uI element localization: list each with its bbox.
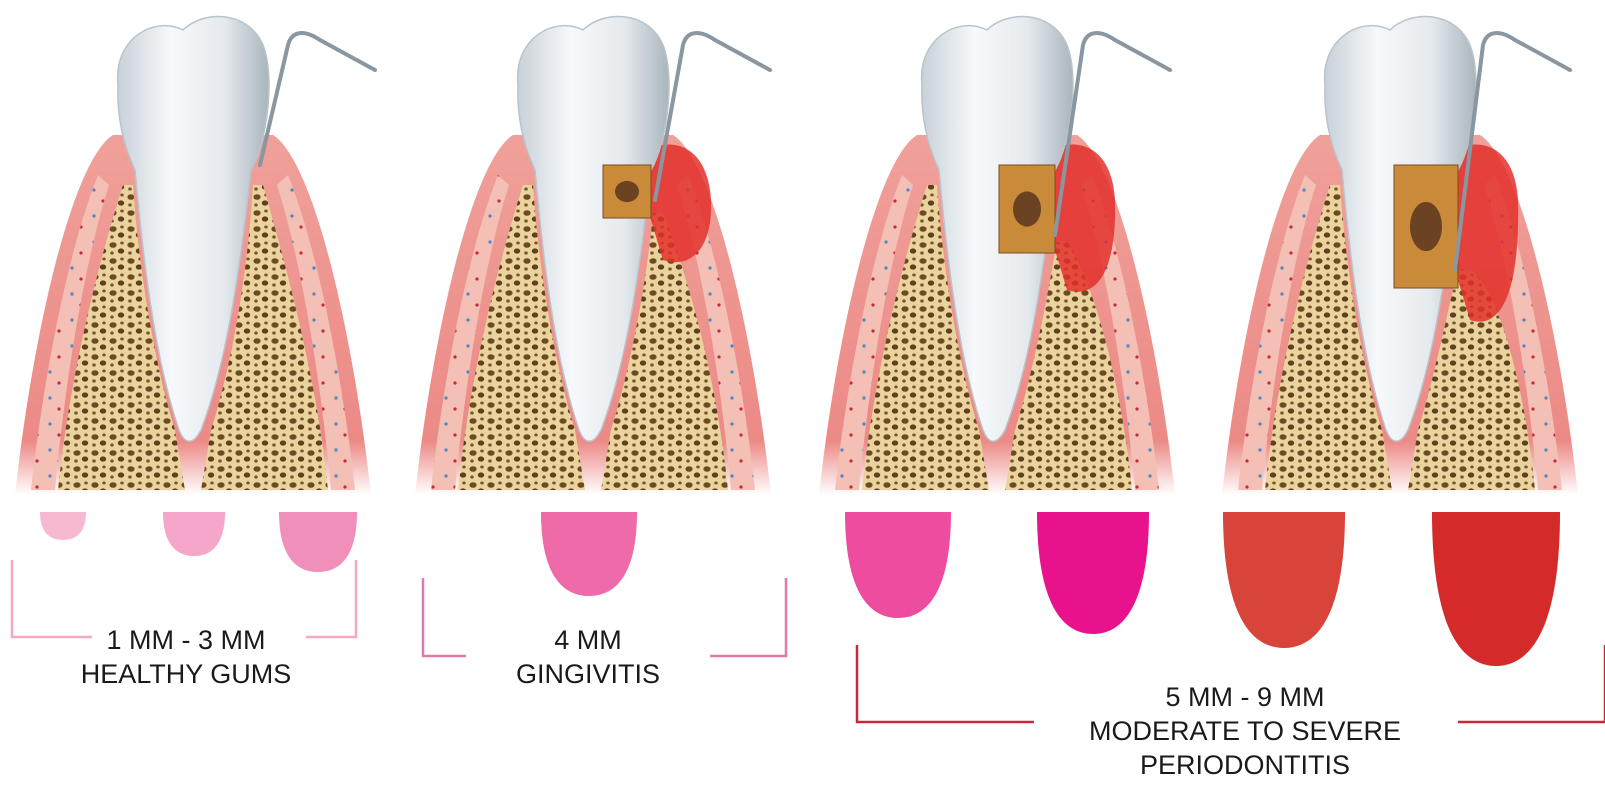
healthy-gums-label: 1 MM - 3 MM HEALTHY GUMS: [66, 623, 306, 691]
tartar-spot: [1013, 191, 1041, 226]
periodontitis-name-text-2: PERIODONTITIS: [1060, 748, 1430, 782]
tooth-panel-2: [415, 16, 771, 495]
periodontitis-label: 5 MM - 9 MM MODERATE TO SEVERE PERIODONT…: [1060, 680, 1430, 782]
pocket-depth-drop-periodontitis-4: [1432, 512, 1560, 666]
pocket-depth-drop-periodontitis-2: [1037, 512, 1149, 634]
gingivitis-label: 4 MM GINGIVITIS: [478, 623, 698, 691]
pocket-depth-drop-healthy-3: [279, 512, 357, 572]
tooth-panel-4: [1222, 16, 1578, 495]
pocket-depth-drop-gingivitis-1: [541, 512, 637, 596]
pocket-depth-drop-periodontitis-1: [845, 512, 951, 618]
tartar-spot: [1410, 202, 1442, 251]
periodontitis-name-text: MODERATE TO SEVERE: [1060, 714, 1430, 748]
pocket-depth-drop-periodontitis-3: [1223, 512, 1345, 648]
tooth-panel-3: [819, 16, 1175, 495]
pocket-depth-drop-healthy-2: [163, 512, 225, 556]
healthy-depth-text: 1 MM - 3 MM: [66, 623, 306, 657]
tartar-spot: [615, 181, 639, 202]
gingivitis-name-text: GINGIVITIS: [478, 657, 698, 691]
gingivitis-depth-text: 4 MM: [478, 623, 698, 657]
pocket-depth-drop-healthy-1: [40, 512, 86, 540]
healthy-name-text: HEALTHY GUMS: [66, 657, 306, 691]
tooth-panel-1: [15, 16, 375, 495]
periodontitis-depth-text: 5 MM - 9 MM: [1060, 680, 1430, 714]
